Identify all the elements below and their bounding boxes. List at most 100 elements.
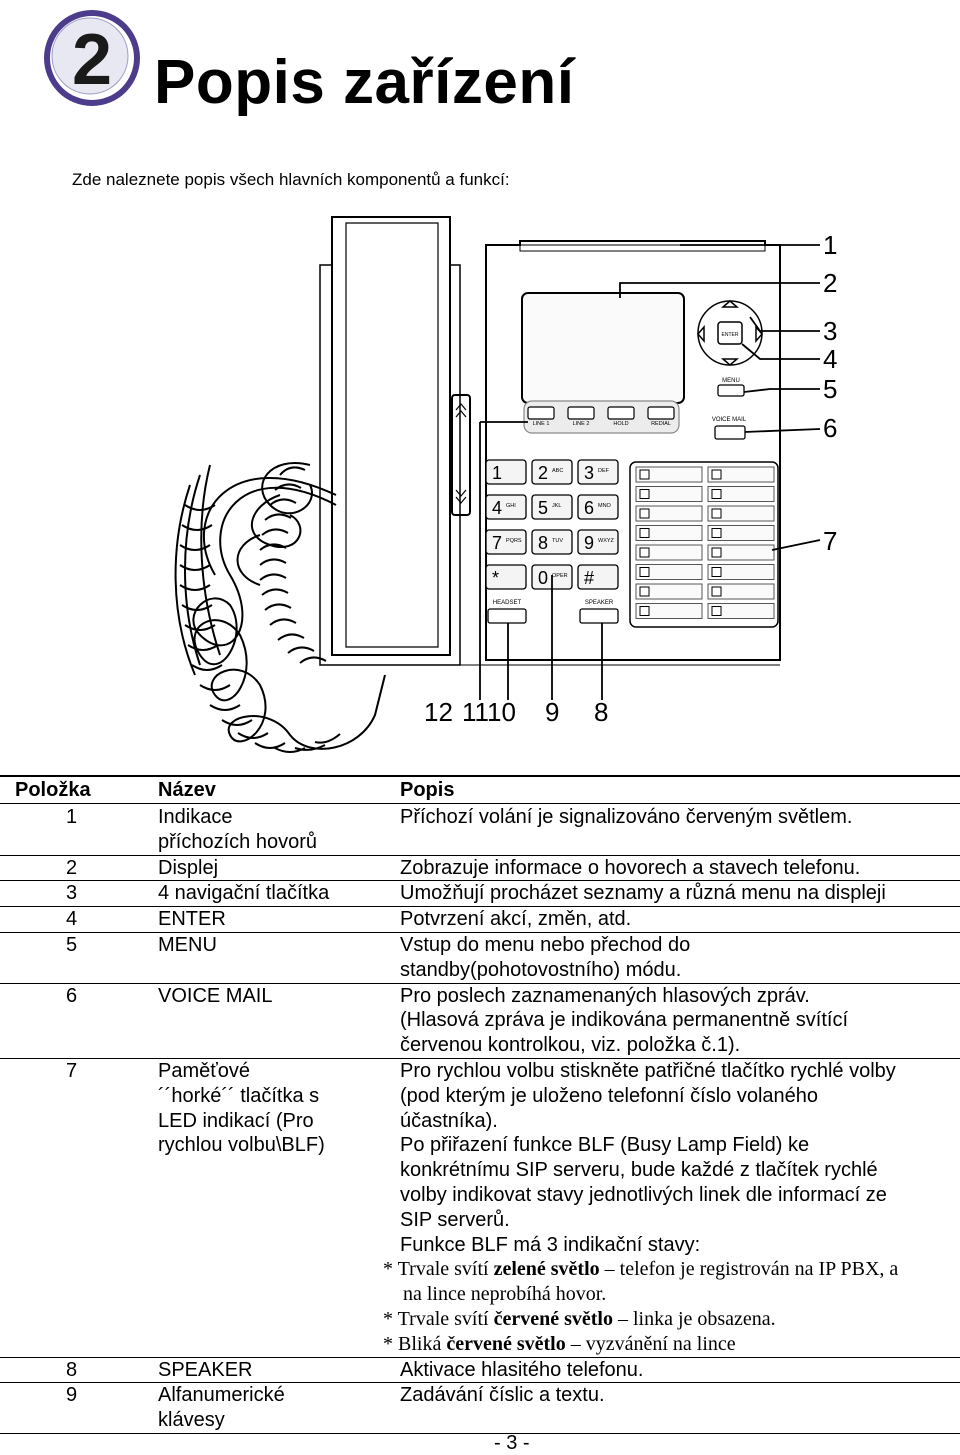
row-description: Funkce BLF má 3 indikační stavy:	[400, 1233, 701, 1256]
row-item-number: 2	[66, 856, 78, 879]
table-rule	[0, 1382, 960, 1384]
callout-lines	[479, 244, 821, 700]
menu-label: MENU	[722, 378, 740, 384]
memory-key	[635, 583, 703, 600]
row-description: volby indikovat stavy jednotlivých linek…	[400, 1184, 887, 1206]
key-digit: *	[492, 568, 499, 588]
callout-4: 4	[823, 344, 837, 374]
led-indicator-icon	[639, 528, 650, 538]
line2-label: LINE 2	[573, 421, 590, 427]
voice-mail-button	[714, 425, 746, 440]
row-description: konkrétnímu SIP serveru, bude každé z tl…	[400, 1159, 878, 1182]
key-digit: #	[584, 568, 594, 588]
table-rule	[0, 880, 960, 882]
row-description: Příchozí volání je signalizováno červený…	[400, 806, 853, 828]
key-letters: MNO	[598, 503, 612, 509]
key-letters: DEF	[598, 468, 610, 474]
row-item-number: 4	[66, 908, 78, 931]
row-name: ENTER	[158, 908, 226, 931]
keypad-key: 8 TUV	[531, 529, 573, 555]
table-rule	[0, 854, 960, 856]
row-item-number: 1	[66, 806, 78, 828]
row-name: VOICE MAIL	[158, 984, 273, 1007]
led-indicator-icon	[639, 567, 650, 577]
memory-key	[707, 466, 775, 483]
key-letters: JKL	[552, 503, 561, 509]
header-name: Název	[158, 779, 216, 801]
row-description: standby(pohotovostního) módu.	[400, 958, 682, 981]
callout-12: 12	[424, 697, 453, 727]
key-letters: TUV	[552, 538, 563, 544]
header-desc: Popis	[400, 779, 455, 801]
chapter-number: 2	[72, 20, 112, 100]
row-item-number: 9	[66, 1384, 78, 1407]
callout-2: 2	[823, 268, 837, 298]
blf-state-line: na lince neprobíhá hovor.	[403, 1283, 607, 1306]
callout-9: 9	[545, 697, 559, 727]
keypad-key: 2 ABC	[531, 459, 573, 485]
table-rule	[0, 803, 960, 804]
menu-button	[717, 384, 745, 397]
key-digit: 8	[538, 533, 548, 553]
memory-key	[635, 544, 703, 561]
key-digit: 1	[492, 463, 502, 483]
intro-text: Zde naleznete popis všech hlavních kompo…	[72, 170, 510, 189]
memory-key	[707, 564, 775, 580]
coiled-cord	[174, 462, 386, 753]
memory-keys	[629, 461, 779, 628]
table-rule	[0, 1356, 960, 1358]
table-rule	[0, 906, 960, 908]
key-letters: GHI	[506, 503, 516, 509]
key-digit: 6	[584, 498, 594, 518]
memory-key	[707, 583, 775, 600]
line1-label: LINE 1	[533, 421, 550, 427]
memory-key	[707, 603, 775, 619]
memory-key	[707, 544, 775, 561]
speaker-button	[579, 608, 619, 624]
row-item-number: 6	[66, 984, 78, 1007]
enter-label: ENTER	[722, 332, 739, 338]
row-description: SIP serverů.	[400, 1208, 510, 1231]
keypad-key: *	[485, 564, 527, 590]
row-description: Potvrzení akcí, změn, atd.	[400, 908, 632, 931]
callout-1: 1	[823, 230, 837, 260]
chapter-circle-icon: 2	[44, 10, 140, 106]
key-digit: 9	[584, 533, 594, 553]
key-letters: ABC	[552, 468, 563, 474]
table-rule	[0, 932, 960, 933]
row-name: Paměťové	[158, 1060, 250, 1082]
row-description: Pro poslech zaznamenaných hlasových zprá…	[400, 984, 810, 1007]
row-item-number: 7	[66, 1060, 78, 1082]
row-description: Zobrazuje informace o hovorech a stavech…	[400, 856, 861, 879]
memory-key	[707, 505, 775, 522]
speaker-label: SPEAKER	[585, 600, 614, 606]
led-indicator-icon	[639, 489, 650, 499]
row-description: Vstup do menu nebo přechod do	[400, 934, 691, 956]
redial-label: REDIAL	[651, 421, 671, 427]
row-name: rychlou volbu\BLF)	[158, 1134, 325, 1157]
key-digit: 4	[492, 498, 502, 518]
key-letters: PQRS	[506, 538, 522, 544]
led-indicator-icon	[639, 547, 650, 558]
blf-state-line: * Bliká červené světlo – vyzvánění na li…	[383, 1332, 736, 1355]
led-indicator-icon	[711, 528, 722, 538]
row-item-number: 8	[66, 1358, 78, 1381]
keypad-key: #	[577, 564, 619, 590]
key-digit: 2	[538, 463, 548, 483]
handset	[319, 216, 471, 666]
key-digit: 7	[492, 533, 502, 553]
keypad-key: 4 GHI	[485, 494, 527, 520]
led-indicator-icon	[711, 567, 722, 577]
led-indicator-icon	[639, 508, 650, 519]
memory-key	[635, 466, 703, 483]
callout-5: 5	[823, 374, 837, 404]
row-description: účastníka).	[400, 1109, 498, 1132]
led-indicator-icon	[639, 586, 650, 597]
row-name: LED indikací (Pro	[158, 1109, 314, 1132]
memory-key	[635, 486, 703, 502]
keypad-key: 6 MNO	[577, 494, 619, 520]
row-description: Aktivace hlasitého telefonu.	[400, 1358, 644, 1381]
